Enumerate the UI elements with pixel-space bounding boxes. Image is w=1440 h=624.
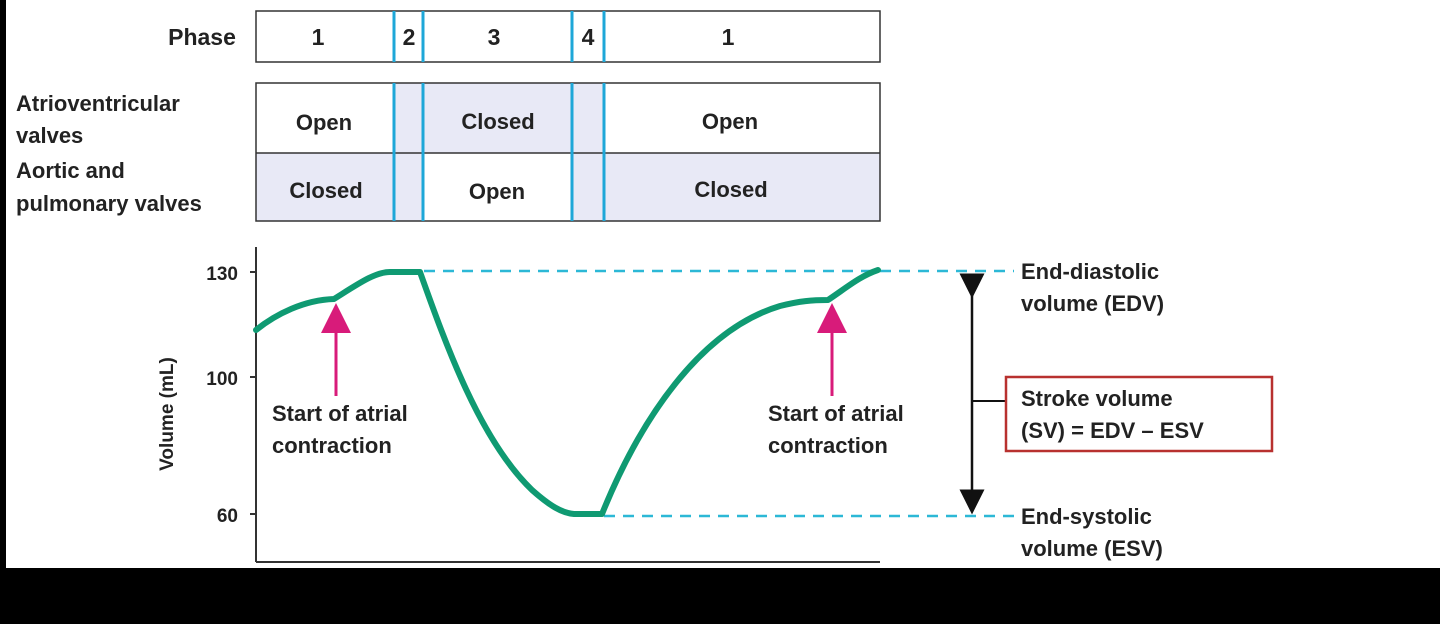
shaded-cell — [604, 153, 880, 221]
av-valves-label-line1: Atrioventricular — [16, 91, 180, 116]
av-state: Open — [296, 110, 352, 135]
semilunar-state: Closed — [289, 178, 362, 203]
av-state: Open — [702, 109, 758, 134]
esv-label-line1: End-systolic — [1021, 504, 1152, 529]
phase-number: 4 — [582, 24, 595, 50]
y-tick-label: 60 — [217, 506, 238, 527]
semilunar-valves-label-line2: pulmonary valves — [16, 191, 202, 216]
volume-graph: 130 100 60 Volume (mL) Start of atrial c… — [157, 247, 1274, 563]
phase-number: 1 — [722, 24, 735, 50]
phase-number: 3 — [488, 24, 501, 50]
phase-row-label: Phase — [168, 24, 236, 50]
valve-table-border — [255, 82, 881, 222]
av-state: Closed — [461, 109, 534, 134]
y-tick-label: 100 — [206, 369, 238, 390]
phase-number: 1 — [312, 24, 325, 50]
phase-dividers — [392, 11, 606, 62]
atrial-note-line2: contraction — [768, 433, 888, 458]
av-valves-label-line2: valves — [16, 123, 83, 148]
edv-label-line2: volume (EDV) — [1021, 291, 1164, 316]
atrial-note-line1: Start of atrial — [272, 401, 408, 426]
shaded-cell — [256, 153, 394, 221]
atrial-note-line1: Start of atrial — [768, 401, 904, 426]
semilunar-state: Closed — [694, 177, 767, 202]
y-tick-label: 130 — [206, 264, 238, 285]
edv-label-line1: End-diastolic — [1021, 259, 1159, 284]
stroke-volume-box — [1004, 375, 1274, 453]
atrial-note-line2: contraction — [272, 433, 392, 458]
valve-table: Atrioventricular valves Aortic and pulmo… — [16, 82, 881, 222]
cardiac-cycle-figure: Phase 1 2 3 4 1 Atrioventricular valves … — [16, 10, 1274, 563]
phase-row-box — [255, 10, 881, 63]
shaded-cell — [394, 83, 423, 221]
shaded-cell — [572, 83, 604, 221]
shaded-cell — [423, 83, 572, 153]
semilunar-valves-label-line1: Aortic and — [16, 158, 125, 183]
phase-number: 2 — [403, 24, 416, 50]
semilunar-state: Open — [469, 179, 525, 204]
stroke-volume-label-line2: (SV) = EDV – ESV — [1021, 418, 1204, 443]
ventricular-volume-curve — [253, 267, 881, 517]
y-axis-label: Volume (mL) — [157, 357, 178, 471]
stroke-volume-label-line1: Stroke volume — [1021, 386, 1173, 411]
diagram-panel: Phase 1 2 3 4 1 Atrioventricular valves … — [6, 0, 1440, 568]
esv-label-line2: volume (ESV) — [1021, 536, 1163, 561]
